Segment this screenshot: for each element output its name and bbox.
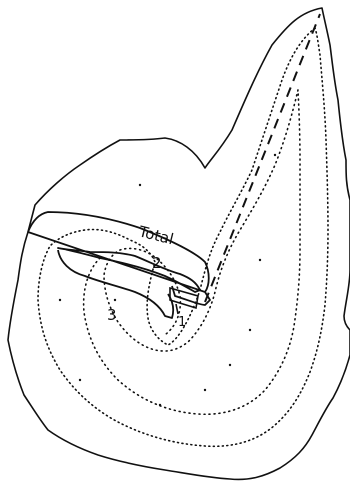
inner-dotted-boundary: [38, 28, 328, 446]
outer-outline: [8, 8, 350, 479]
label-3: 3: [107, 306, 117, 324]
dashed-axis-line: [205, 14, 320, 302]
label-1: 1: [178, 315, 186, 330]
label-2: 2: [152, 254, 162, 272]
label-total: Total: [136, 222, 175, 248]
region-2-outline: [58, 248, 200, 292]
